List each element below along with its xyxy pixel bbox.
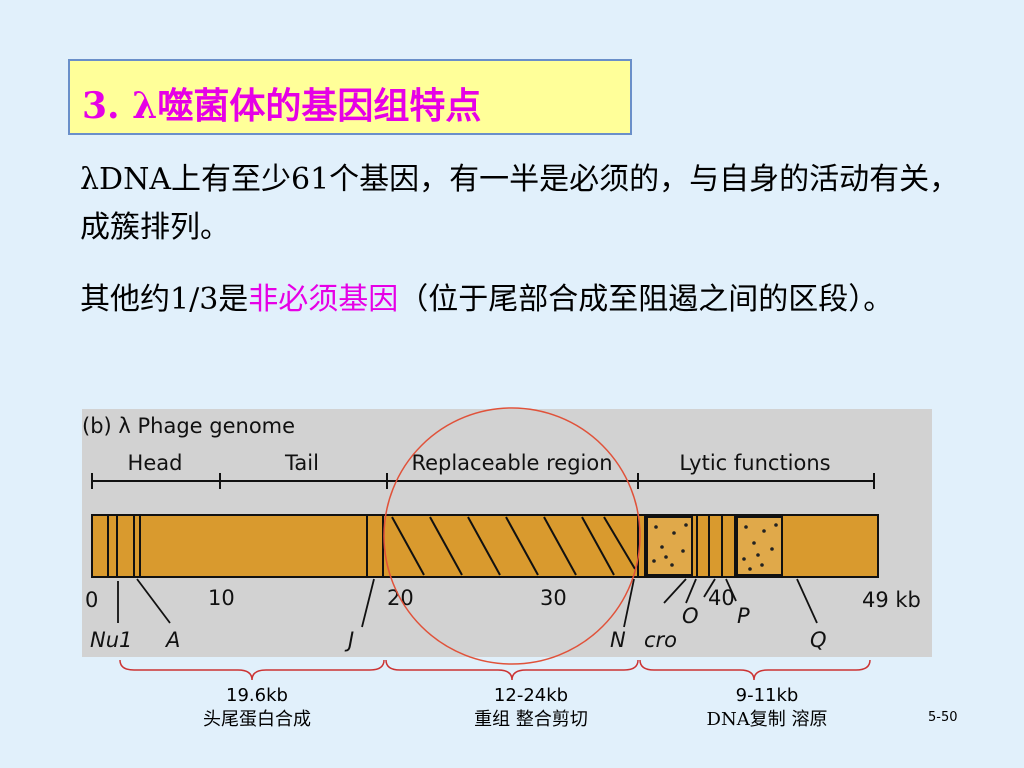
slide-title: 3. λ噬菌体的基因组特点 [82,85,482,127]
region-tail: Tail [284,451,319,475]
caption-head-tail: 19.6kb 头尾蛋白合成 [172,684,342,732]
paragraph-nonessential: 其他约1/3是非必须基因（位于尾部合成至阻遏之间的区段）。 [80,276,980,324]
gene-n: N [610,628,626,652]
scale-0: 0 [85,588,98,612]
caption-desc: 头尾蛋白合成 [203,709,311,730]
phage-genome-figure: (b) λ Phage genome Head Tail Replaceable… [82,409,932,657]
caption-lytic: 9-11kb DNA复制 溶原 [672,684,862,732]
paragraph-genes: λDNA上有至少61个基因，有一半是必须的，与自身的活动有关，成簇排列。 [80,162,960,245]
gene-a: A [164,628,180,652]
gene-cro: cro [644,628,677,652]
genome-diagram: (b) λ Phage genome Head Tail Replaceable… [82,414,921,652]
caption-desc: DNA复制 溶原 [706,709,828,730]
p2-highlight: 非必须基因 [248,282,399,317]
scale-10: 10 [208,586,235,610]
caption-size: 12-24kb [493,685,569,706]
scale-30: 30 [540,586,567,610]
p2-prefix: 其他约1/3是 [80,282,249,317]
braces [119,659,871,681]
caption-size: 9-11kb [735,685,799,706]
scale-20: 20 [387,586,414,610]
caption-replaceable: 12-24kb 重组 整合剪切 [436,684,626,732]
gene-j: J [344,628,354,652]
gene-o: O [682,604,699,628]
gene-nu1: Nu1 [90,628,132,652]
caption-size: 19.6kb [226,685,288,706]
title-box: 3. λ噬菌体的基因组特点 [68,59,632,135]
gene-q: Q [810,628,827,652]
p2-suffix: （位于尾部合成至阻遏之间的区段）。 [398,282,894,317]
slide-number: 5-50 [928,710,958,725]
caption-desc: 重组 整合剪切 [474,709,588,730]
region-replaceable: Replaceable region [411,451,612,475]
region-lytic: Lytic functions [679,451,830,475]
region-head: Head [128,451,183,475]
lytic-dots [652,523,778,571]
region-ruler [91,473,875,489]
gene-p: P [737,604,750,628]
figure-heading: (b) λ Phage genome [82,414,295,438]
scale-49kb: 49 kb [862,588,921,612]
